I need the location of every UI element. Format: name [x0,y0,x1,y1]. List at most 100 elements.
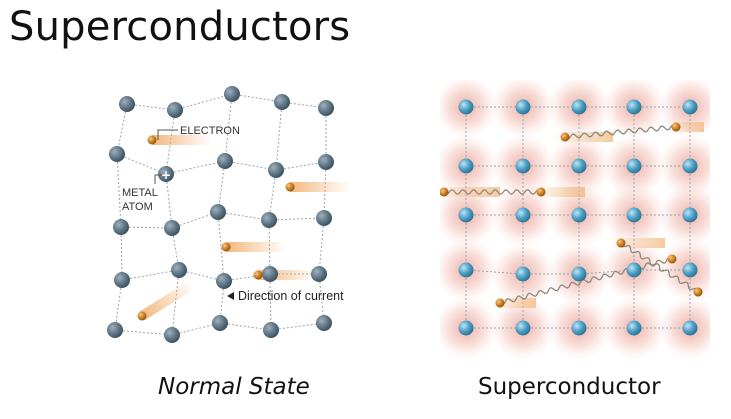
lattice-bond [171,227,180,271]
lattice-atom [515,320,531,336]
metal-atom [318,100,334,116]
electron [693,287,703,297]
electron-trail [491,298,536,308]
metal-atom [311,266,327,282]
lattice-bond [171,269,180,336]
plus-icon: + [161,168,171,182]
lattice-bond [318,217,325,275]
electron [285,182,295,192]
metal-atom [114,272,130,288]
lattice-bond [116,103,128,155]
lattice-bond [217,160,226,213]
electron [560,132,570,142]
lattice-bond [275,101,283,171]
electron [667,254,677,264]
cooper-pair-wave [499,256,673,306]
electron-trail [258,270,316,280]
lattice-atom [571,158,587,174]
metal-atom [164,327,180,343]
electron-trail [226,242,286,252]
normal-state-caption: Normal State [158,374,310,400]
lattice-bond [174,93,233,111]
metal-atom [268,162,284,178]
lattice-atom [458,262,474,278]
page-title: Superconductors [9,4,351,50]
normal-state-diagram: ELECTRON METAL ATOM + Direction of curre… [107,86,350,343]
metal-atom [224,86,240,102]
normal-lattice-lines [114,93,327,336]
lattice-atom [626,262,642,278]
metal-atom [158,166,174,182]
lattice-atom [458,99,474,115]
lattice-bond [270,322,325,331]
metal-atom [262,266,278,282]
lattice-bond [219,322,272,331]
lattice-bond [171,211,219,229]
electron-trail [553,132,613,142]
electron [253,270,263,280]
electron-trail [610,238,665,248]
lattice-atom [682,207,698,223]
superconductor-diagram [440,80,710,360]
electron-trail [152,135,212,145]
metal-atom [210,204,226,220]
cooper-pair-wave [620,242,699,293]
lattice-atom [571,99,587,115]
metal-atom [107,322,123,338]
cooper-pair-waves [443,124,699,306]
lattice-atom [682,320,698,336]
electron [495,298,505,308]
lattice-bond [126,103,176,111]
lattice-bond [171,322,221,336]
metal-label: METAL [122,187,158,199]
electron-trails [139,135,350,321]
lattice-bond [578,269,635,275]
lattice-atom [515,207,531,223]
lattice-atom [458,320,474,336]
electron-trail [440,187,500,197]
lattice-bond [114,279,123,331]
normal-electrons [137,135,295,321]
lattice-atom [626,320,642,336]
metal-atom [212,315,228,331]
lattice-bond [231,93,283,103]
electron [536,187,546,197]
lattice-atom [458,158,474,174]
electron-label: ELECTRON [180,125,240,137]
sc-atoms [458,99,698,336]
metal-atom [261,212,277,228]
lattice-atom [626,99,642,115]
lattice-bond [217,211,270,221]
lattice-atom [682,99,698,115]
sc-electron-trails [440,122,704,308]
lattice-bond [269,273,272,331]
electron [671,122,681,132]
lattice-atom [515,266,531,282]
lattice-bond [116,153,167,175]
metal-atom [318,154,334,170]
electron [137,311,147,321]
lattice-bond [120,226,173,229]
metal-atom [217,153,233,169]
metal-atom [171,262,187,278]
lattice-bond [268,217,325,221]
metal-atom [274,94,290,110]
metal-atom-leader [154,174,163,184]
current-label: Direction of current [238,289,344,303]
lattice-bond [318,273,325,324]
current-arrow-icon [227,292,234,300]
sc-lattice-lines [465,106,691,329]
atom-label: ATOM [122,201,153,213]
lattice-bond [217,211,225,282]
lattice-atom [626,207,642,223]
lattice-bond [268,219,271,275]
electron-leader [157,129,178,140]
lattice-atom [682,158,698,174]
lattice-atom [571,207,587,223]
electron [147,135,157,145]
lattice-atom [571,266,587,282]
lattice-bond [465,269,524,275]
electron-trail [669,122,704,132]
metal-atom [167,102,183,118]
lattice-bond [224,160,277,171]
